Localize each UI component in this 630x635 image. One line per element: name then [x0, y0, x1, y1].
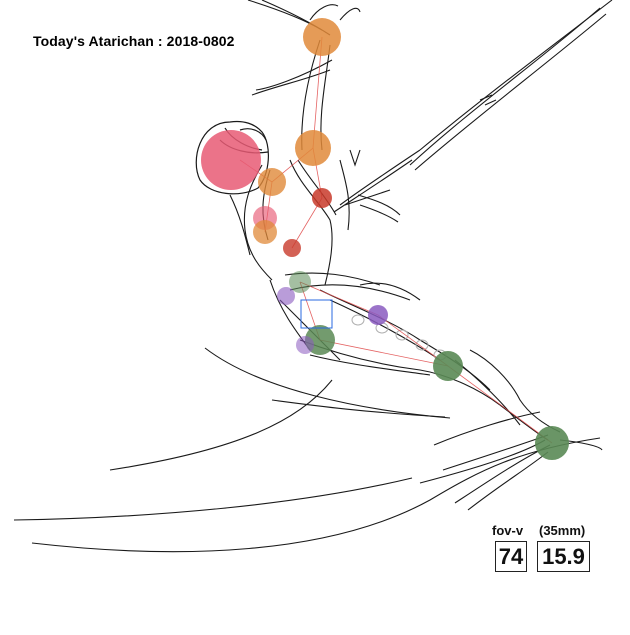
elbow-joint[interactable] — [295, 130, 331, 166]
shoulder-right-joint[interactable] — [312, 188, 332, 208]
fov-label: fov-v — [492, 523, 524, 538]
wrist-left-joint[interactable] — [253, 220, 277, 244]
knee-joint[interactable] — [433, 351, 463, 381]
focal-length-value: 15.9 — [537, 541, 590, 572]
head-joint[interactable] — [201, 130, 261, 190]
focal-length-label: (35mm) — [539, 523, 586, 538]
foot-joint[interactable] — [535, 426, 569, 460]
page-title: Today's Atarichan : 2018-0802 — [33, 33, 235, 49]
joint-markers — [201, 18, 569, 460]
body-strokes — [229, 4, 561, 441]
hand-left-joint[interactable] — [303, 18, 341, 56]
chest-joint[interactable] — [283, 239, 301, 257]
ground-strokes — [13, 347, 603, 553]
fov-value: 74 — [495, 541, 527, 572]
rope-strokes — [247, 0, 613, 213]
hip-lower-joint[interactable] — [296, 336, 314, 354]
selection-box[interactable] — [300, 299, 333, 329]
bone-lines — [239, 36, 553, 444]
spine-joint[interactable] — [289, 271, 311, 293]
hip-left-joint[interactable] — [277, 287, 295, 305]
hip-right-joint[interactable] — [368, 305, 388, 325]
shoulder-left-joint[interactable] — [258, 168, 286, 196]
ghost-outlines — [351, 314, 447, 361]
